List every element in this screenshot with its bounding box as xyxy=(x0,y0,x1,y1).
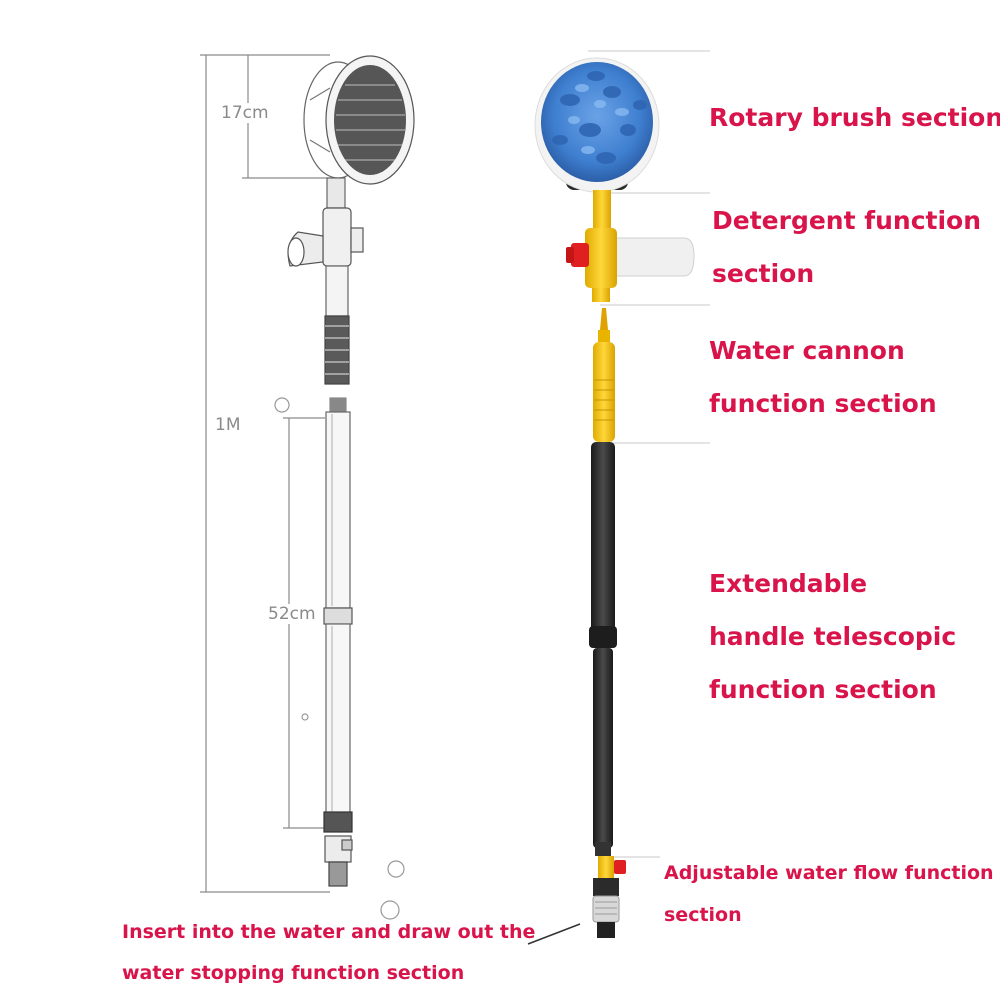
insert-water-label-line2: water stopping function section xyxy=(122,962,465,984)
drawing-brush-head xyxy=(303,55,415,185)
rotary-brush-label: Rotary brush section xyxy=(709,103,1000,132)
photo-brush-head xyxy=(534,57,660,193)
drawing-detergent-connector xyxy=(287,207,364,267)
adjustable-flow-label-line1: Adjustable water flow function xyxy=(664,862,994,884)
extendable-label-line1: Extendable xyxy=(709,569,868,598)
extendable-label-line2: handle telescopic xyxy=(709,622,957,651)
drawing-loose-parts xyxy=(274,397,405,920)
detergent-label-line1: Detergent function xyxy=(712,206,982,235)
photo-detergent-bottle xyxy=(566,228,695,302)
photo-flow-valve xyxy=(592,856,626,938)
product-photo xyxy=(527,50,710,945)
brush-height-label: 17cm xyxy=(219,103,271,123)
photo-water-cannon xyxy=(593,308,615,442)
photo-telescopic-handle xyxy=(589,442,617,856)
pole-length-label: 52cm xyxy=(266,604,318,624)
insert-pointer-line xyxy=(527,923,581,945)
insert-water-label-line1: Insert into the water and draw out the xyxy=(122,921,536,943)
drawing-grip xyxy=(324,315,350,385)
line-drawing xyxy=(200,54,415,920)
water-cannon-label-line2: function section xyxy=(709,389,937,418)
detergent-label-line2: section xyxy=(712,259,815,288)
extendable-label-line3: function section xyxy=(709,675,937,704)
water-cannon-label-line1: Water cannon xyxy=(709,336,905,365)
drawing-pole xyxy=(323,397,353,887)
total-length-label: 1M xyxy=(213,415,243,435)
adjustable-flow-label-line2: section xyxy=(664,904,742,926)
